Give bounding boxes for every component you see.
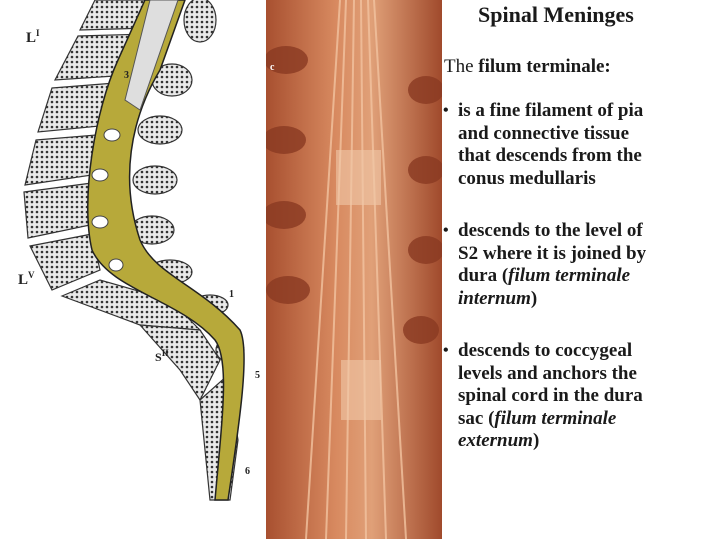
label-1: 1 — [229, 289, 234, 300]
label-s2: SII — [155, 348, 169, 364]
bullet-item: descends to the level of S2 where it is … — [440, 220, 720, 310]
cadaver-filum-photo — [266, 0, 442, 539]
label-6: 6 — [245, 466, 250, 477]
bullet-item: is a fine filament of pia and connective… — [440, 100, 720, 190]
label-5: 5 — [255, 370, 260, 381]
bullet-item: descends to coccygeal levels and anchors… — [440, 340, 720, 453]
slide-title: Spinal Meninges — [478, 2, 634, 27]
intro-line: The filum terminale: — [444, 56, 611, 77]
label-l5: LV — [18, 270, 35, 288]
bullet-list: is a fine filament of pia and connective… — [440, 100, 720, 483]
conus-medullaris — [124, 0, 179, 111]
label-3: 3 — [124, 70, 129, 81]
label-l1: LI — [26, 28, 40, 46]
spine-sagittal-diagram — [23, 0, 245, 501]
spinal-cord-dura — [87, 0, 245, 501]
photo-label-c: c — [270, 62, 275, 73]
nerve-roots-foramina — [91, 128, 124, 272]
